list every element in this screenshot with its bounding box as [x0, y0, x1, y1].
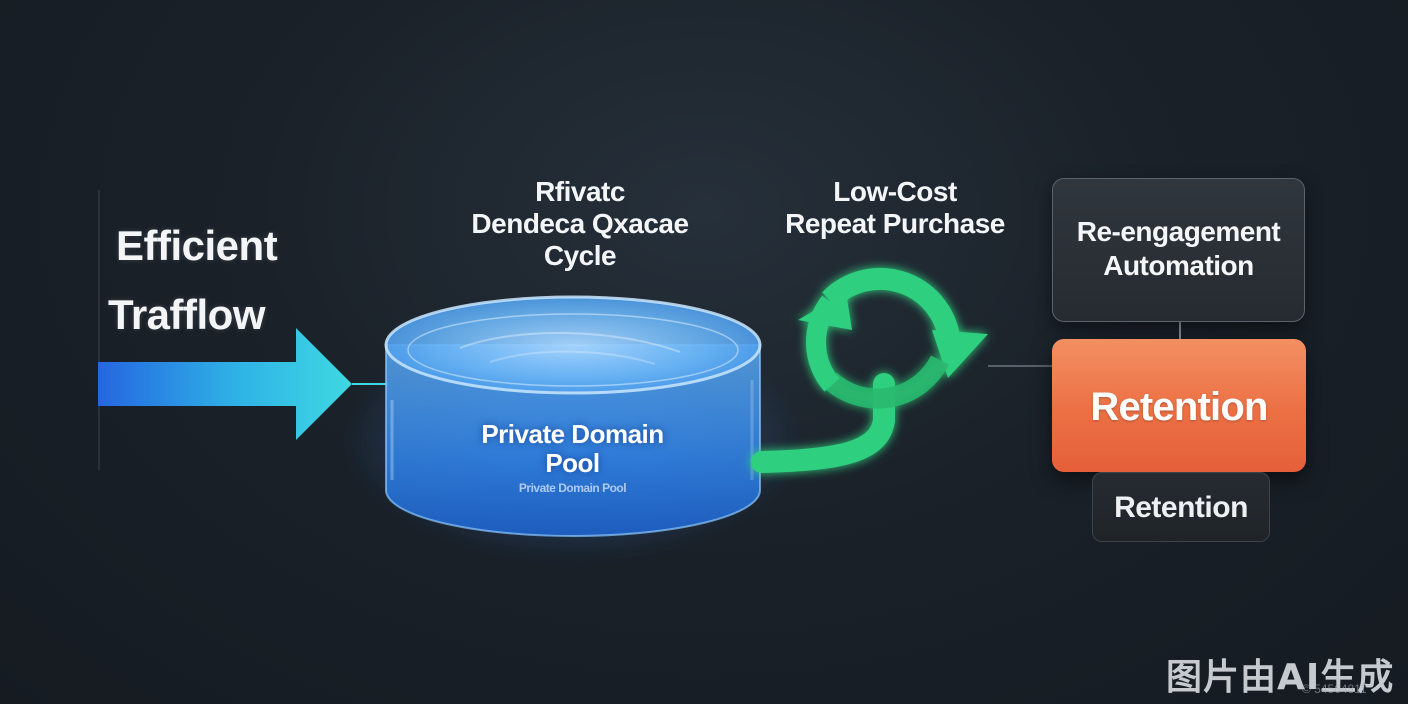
retention-box: Retention: [1052, 339, 1306, 472]
pool-cycle-line2: Dendeca Qxacae: [471, 208, 689, 239]
repeat-label-line1: Low-Cost: [833, 176, 957, 207]
retention-text: Retention: [1090, 385, 1268, 429]
reengagement-box: Re-engagement Automation: [1052, 178, 1305, 322]
cylinder-pool-icon: [384, 295, 762, 537]
watermark-id: © 54564811: [1302, 682, 1367, 696]
reengagement-text: Re-engagement Automation: [1053, 215, 1304, 283]
reengagement-line1: Re-engagement: [1076, 216, 1281, 247]
pool-cycle-label: Rfivatc Dendeca Qxacae Cycle: [470, 176, 690, 272]
pool-name: Private Domain Pool: [470, 420, 675, 478]
flow-arrow-icon: [98, 328, 388, 440]
pool-name-line2: Pool: [545, 448, 600, 478]
retention-sub-text: Retention: [1114, 491, 1248, 524]
ai-watermark: 图片由AI生成: [1166, 657, 1395, 698]
cycle-arrows-icon: [751, 267, 988, 473]
repeat-purchase-label: Low-Cost Repeat Purchase: [780, 176, 1010, 240]
reengagement-line2: Automation: [1103, 250, 1254, 281]
pool-name-line1: Private Domain: [481, 419, 664, 449]
traffic-label-line1: Efficient: [116, 222, 278, 269]
retention-sub-box: Retention: [1092, 472, 1270, 542]
pool-small-text: Private Domain Pool: [518, 481, 627, 495]
traffic-label-line2: Trafflow: [108, 291, 266, 338]
pool-cycle-line1: Rfivatc: [535, 176, 625, 207]
pool-cycle-line3: Cycle: [543, 240, 617, 271]
repeat-label-line2: Repeat Purchase: [785, 208, 1005, 239]
